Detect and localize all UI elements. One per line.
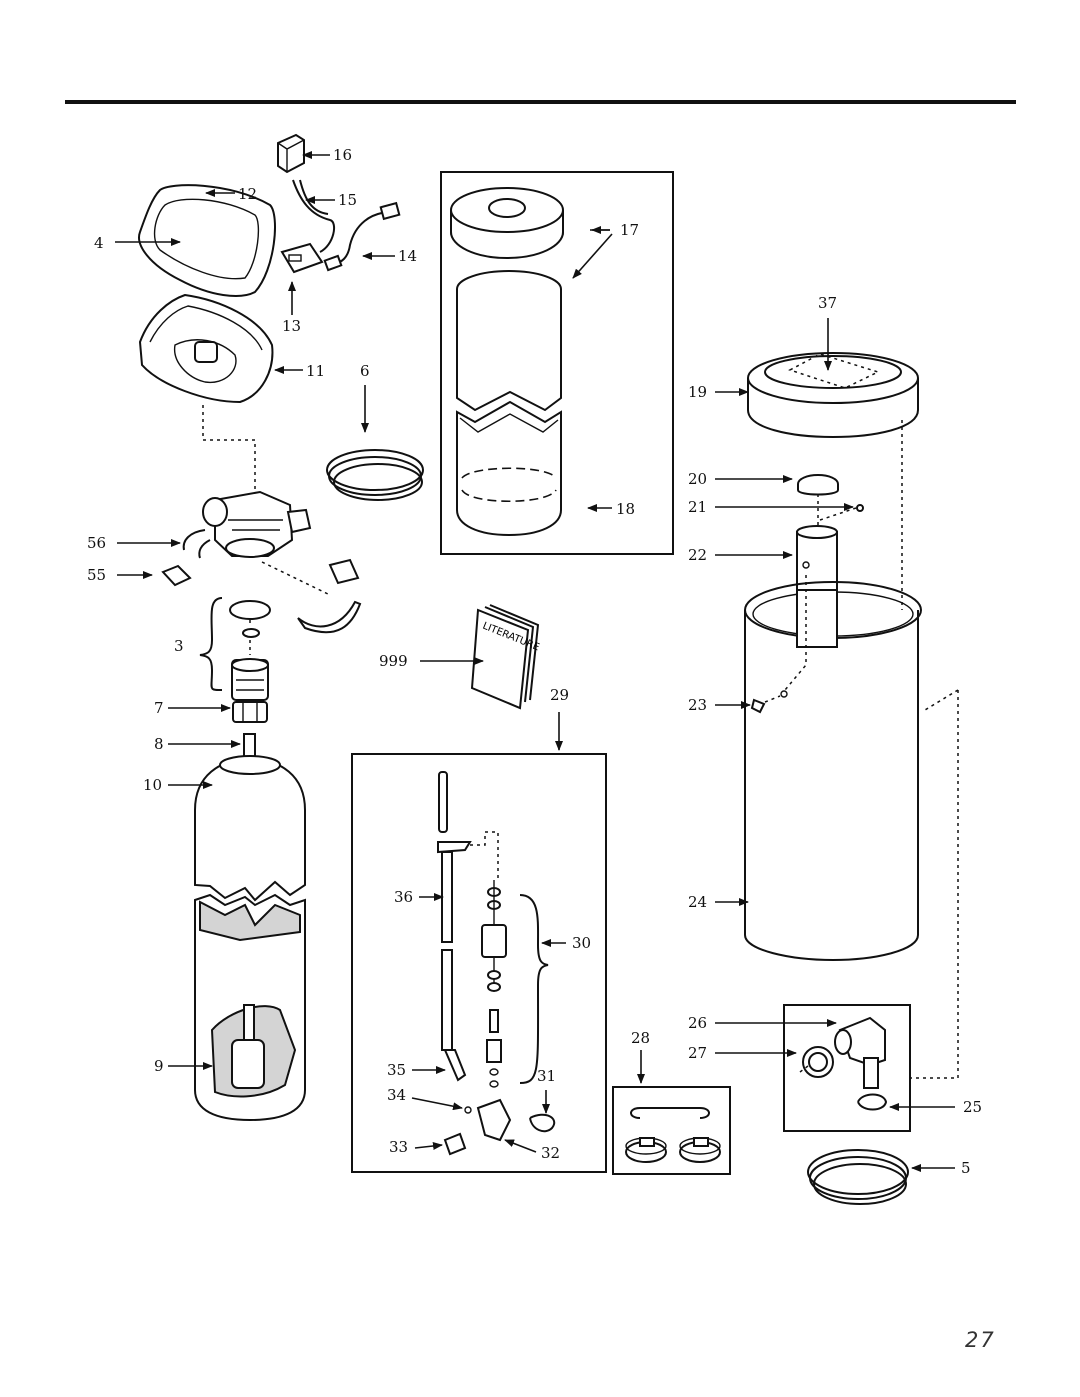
brace-3 xyxy=(199,597,223,691)
bypass-clip-part xyxy=(328,558,360,585)
brine-well-tube-part xyxy=(456,270,562,537)
drain-tubing-part xyxy=(326,449,424,501)
salt-lid-part xyxy=(747,352,919,439)
callout-999: 999 xyxy=(379,652,408,670)
hose-clamps-part xyxy=(625,1107,721,1163)
callout-36: 36 xyxy=(394,888,413,906)
callout-14: 14 xyxy=(398,247,417,265)
clamp-part xyxy=(297,600,362,634)
transformer-part xyxy=(277,133,305,174)
controller-display-part xyxy=(280,242,324,274)
adapter-part xyxy=(231,658,269,701)
callout-55: 55 xyxy=(87,566,106,584)
callout-34: 34 xyxy=(387,1086,406,1104)
callout-33: 33 xyxy=(389,1138,408,1156)
callout-3: 3 xyxy=(174,637,184,655)
callout-17: 17 xyxy=(620,221,639,239)
brine-well-cap-small-part xyxy=(797,474,839,496)
callout-8: 8 xyxy=(154,735,164,753)
callout-30: 30 xyxy=(572,934,591,952)
callout-6: 6 xyxy=(360,362,370,380)
salt-tank-part xyxy=(744,581,922,962)
callout-13: 13 xyxy=(282,317,301,335)
callout-22: 22 xyxy=(688,546,707,564)
overflow-elbow-box xyxy=(783,1004,911,1132)
callout-56: 56 xyxy=(87,534,106,552)
power-cable-part xyxy=(292,179,336,253)
callout-labels: 16 15 12 4 14 13 11 6 17 18 56 55 3 7 8 … xyxy=(87,146,982,1177)
callout-37: 37 xyxy=(818,294,837,312)
collar-part xyxy=(232,701,268,723)
brine-well-cap-part xyxy=(450,187,564,260)
control-cover-part xyxy=(138,184,276,297)
callout-27: 27 xyxy=(688,1044,707,1062)
overflow-elbow-part xyxy=(799,1016,888,1111)
page-number: 27 xyxy=(965,1328,996,1352)
callout-28: 28 xyxy=(631,1029,650,1047)
literature-booklet-part: LITERATURE xyxy=(470,604,541,710)
callout-15: 15 xyxy=(338,191,357,209)
o-ring-small xyxy=(242,628,260,638)
clamp-kit-box xyxy=(612,1086,731,1175)
callout-23: 23 xyxy=(688,696,707,714)
control-base-part xyxy=(138,293,274,404)
brine-valve-box xyxy=(351,753,607,1173)
callout-10: 10 xyxy=(143,776,162,794)
callout-9: 9 xyxy=(154,1057,164,1075)
brine-well-box xyxy=(440,171,674,555)
clip-part xyxy=(161,564,192,587)
callout-21: 21 xyxy=(688,498,707,516)
control-valve-part xyxy=(182,490,312,559)
grommet-21 xyxy=(856,504,864,512)
callout-19: 19 xyxy=(688,383,707,401)
callout-29: 29 xyxy=(550,686,569,704)
callout-5: 5 xyxy=(961,1159,971,1177)
callout-7: 7 xyxy=(154,699,164,717)
callout-35: 35 xyxy=(387,1061,406,1079)
callout-25: 25 xyxy=(963,1098,982,1116)
resin-tank-part xyxy=(194,755,306,1122)
brine-valve-assembly-part xyxy=(437,771,556,1156)
callout-31: 31 xyxy=(537,1067,556,1085)
callout-20: 20 xyxy=(688,470,707,488)
o-ring-large xyxy=(229,600,271,620)
brace-30-31 xyxy=(519,894,549,1084)
callout-16: 16 xyxy=(333,146,352,164)
callout-11: 11 xyxy=(306,362,325,380)
callout-4: 4 xyxy=(94,234,104,252)
callout-18: 18 xyxy=(616,500,635,518)
callout-32: 32 xyxy=(541,1144,560,1162)
overflow-hose-part xyxy=(807,1149,909,1205)
callout-arrows xyxy=(115,151,955,1172)
callout-26: 26 xyxy=(688,1014,707,1032)
callout-12: 12 xyxy=(238,185,257,203)
callout-24: 24 xyxy=(688,893,707,911)
